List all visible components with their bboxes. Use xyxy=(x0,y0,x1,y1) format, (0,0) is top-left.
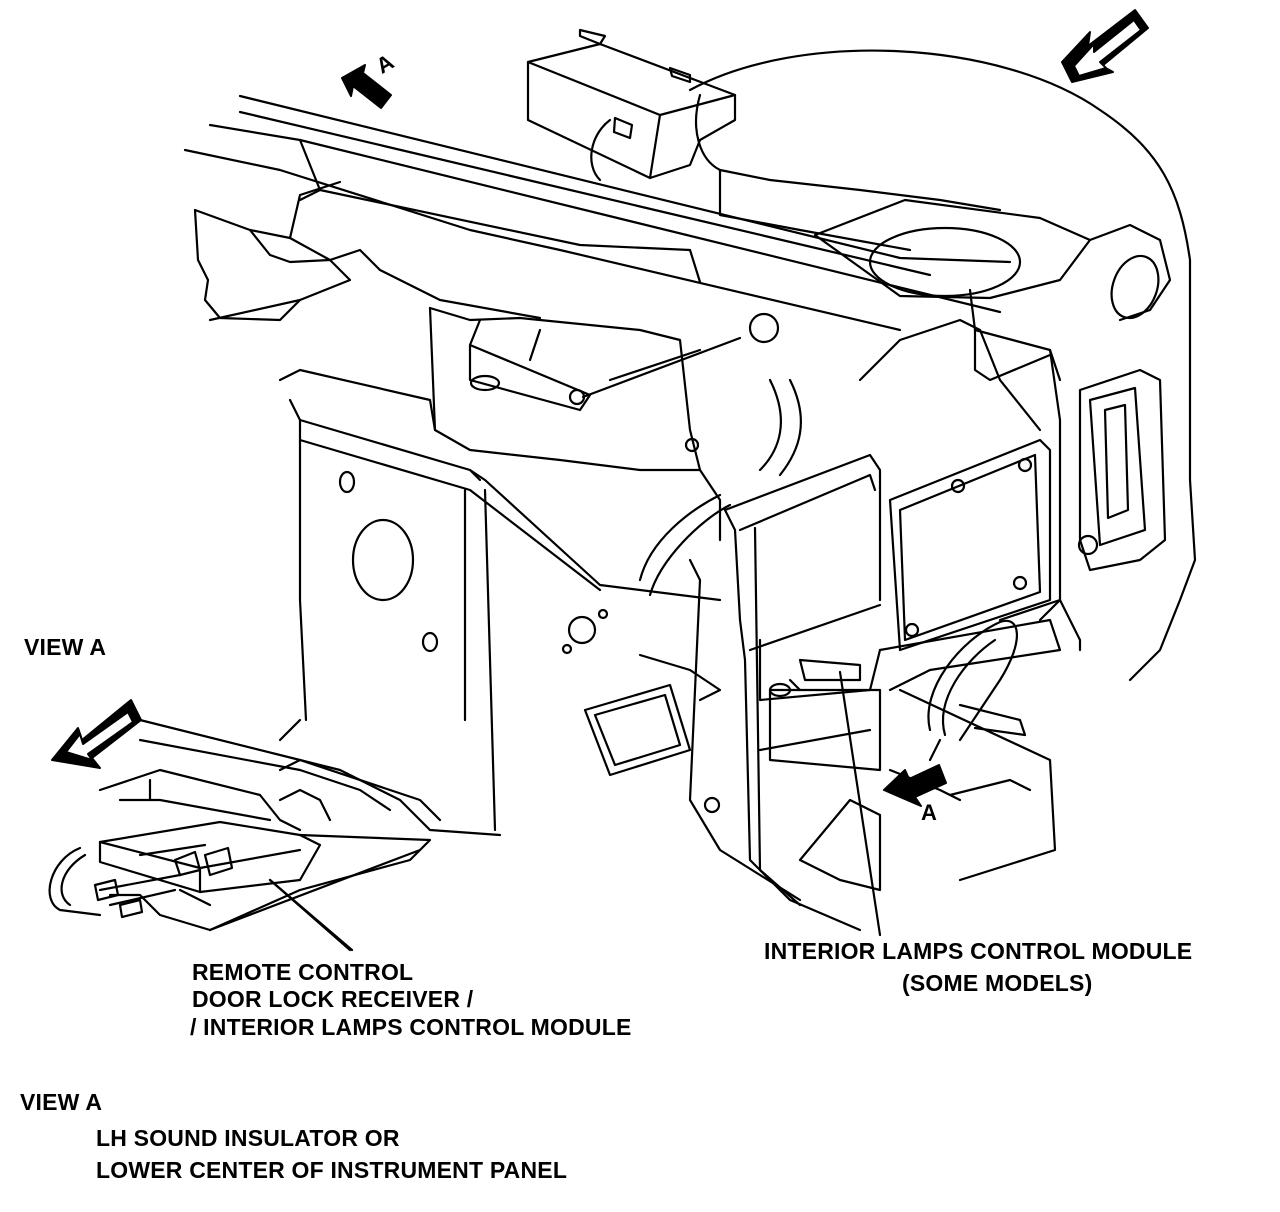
arrow-view-a-top xyxy=(341,64,392,109)
right-dash-cap xyxy=(688,49,1197,682)
upper-module-box xyxy=(526,28,737,182)
lower-bezel xyxy=(583,653,1057,892)
remote-module-label-line1: REMOTE CONTROL xyxy=(192,959,414,985)
right-kick-panel xyxy=(1038,348,1167,622)
lower-left-panel xyxy=(278,368,722,832)
fuse-panel xyxy=(858,318,1062,692)
remote-module-label-line3: / INTERIOR LAMPS CONTROL MODULE xyxy=(190,1014,632,1040)
interior-module-label-line2: (SOME MODELS) xyxy=(902,970,1093,996)
arrow-letter-bottom: A xyxy=(921,800,937,825)
interior-module-label-line1: INTERIOR LAMPS CONTROL MODULE xyxy=(764,938,1193,964)
arrow-letter-top: A xyxy=(372,49,398,79)
center-duct xyxy=(428,306,780,542)
legend-line2: LOWER CENTER OF INSTRUMENT PANEL xyxy=(96,1157,568,1183)
remote-module-label-line2: DOOR LOCK RECEIVER / xyxy=(192,986,474,1012)
view-a-callout: VIEW A xyxy=(24,634,107,660)
legend-title: VIEW A xyxy=(20,1089,103,1115)
column-bracket xyxy=(638,378,882,932)
bottom-trim xyxy=(688,558,1082,902)
cowl-panel xyxy=(183,94,1012,332)
legend-line1: LH SOUND INSULATOR OR xyxy=(96,1125,400,1151)
harness-loop xyxy=(927,619,1027,762)
arrow-view-a-bottom xyxy=(883,764,947,807)
view-a-inset xyxy=(48,718,502,952)
leader-lines xyxy=(268,670,882,952)
